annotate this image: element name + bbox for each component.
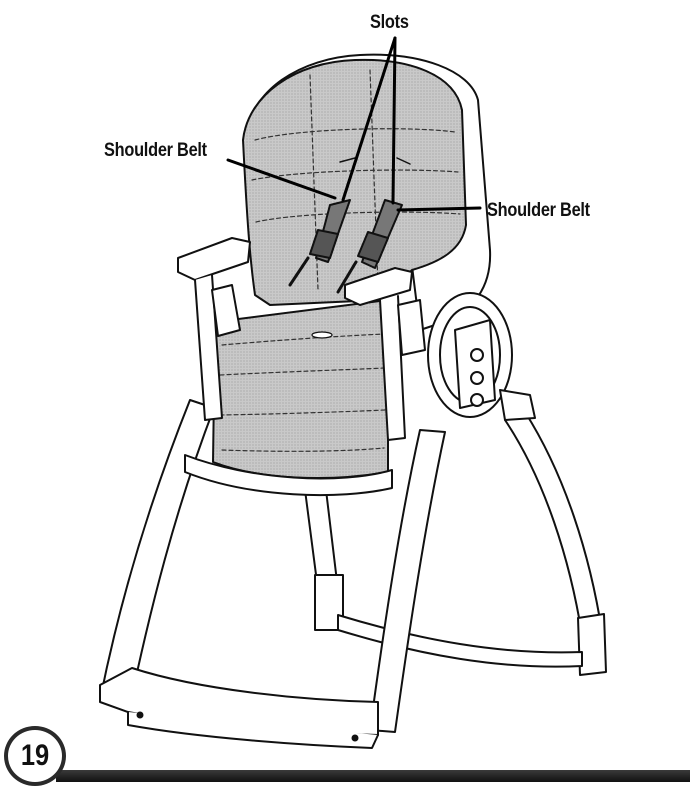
footer-bar [56, 770, 690, 782]
label-shoulder-belt-right: Shoulder Belt [487, 200, 590, 221]
label-shoulder-belt-left: Shoulder Belt [104, 140, 207, 161]
left-rear-leg [304, 489, 344, 631]
right-armrest [344, 267, 426, 441]
right-front-leg [369, 429, 446, 733]
shoulder-belt-right [336, 199, 403, 294]
left-armrest [177, 237, 251, 421]
left-front-leg [99, 399, 215, 706]
rear-cross-bar [337, 614, 583, 668]
leader-lines [226, 36, 482, 212]
step-number: 19 [20, 739, 50, 772]
recline-hub [427, 292, 536, 421]
front-base-bar [99, 667, 379, 749]
seat-base [184, 454, 393, 497]
right-rear-leg [504, 411, 607, 676]
step-number-badge: 19 [4, 726, 66, 786]
shoulder-belt-left [288, 199, 351, 287]
label-slots: Slots [370, 12, 409, 33]
